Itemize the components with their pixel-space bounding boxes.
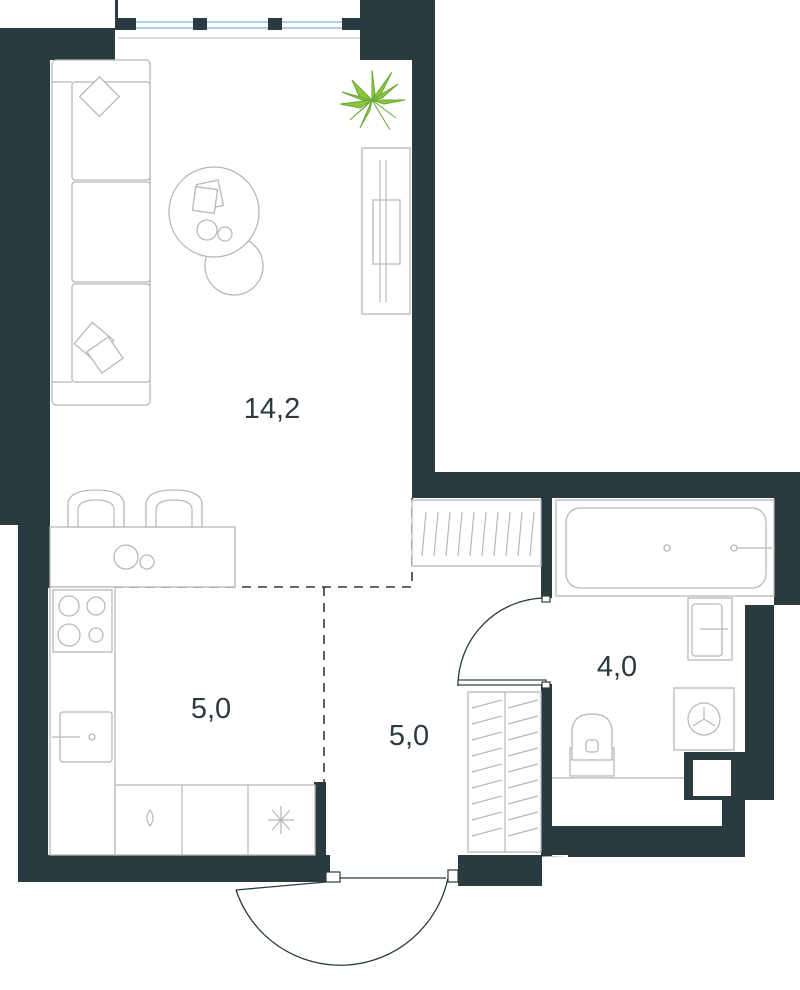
stove-icon: [52, 589, 113, 653]
wall-entrance-jamb: [314, 782, 326, 857]
window-mullion: [268, 18, 282, 30]
wall-bathroom-niche: [684, 752, 745, 800]
bathroom-door[interactable]: [457, 595, 551, 689]
bathtub-icon: [555, 499, 775, 597]
dining-bar: [49, 526, 236, 588]
wall-bathroom-right: [552, 472, 800, 857]
wall-top-left: [115, 0, 118, 30]
kitchen-area-label: 5,0: [191, 693, 231, 725]
sink-icon: [52, 711, 113, 763]
bar-stool: [145, 489, 203, 528]
living-room-area-label: 14,2: [244, 393, 300, 425]
washing-machine-icon: [673, 687, 735, 751]
wall-bathroom-partition-upper: [541, 498, 552, 598]
window: [118, 18, 360, 39]
hall-wardrobe: [467, 691, 542, 853]
bathroom-area-label: 4,0: [597, 651, 637, 683]
entrance-door[interactable]: [235, 869, 459, 966]
washbasin-icon: [687, 597, 733, 661]
wall-corner-box: [18, 810, 48, 855]
window-mullion: [342, 18, 360, 30]
window-mullion: [118, 18, 136, 30]
plant-icon: [339, 69, 406, 131]
dishwasher-icon: [146, 808, 154, 828]
hall-area-label: 5,0: [389, 720, 429, 752]
wardrobe-upper: [411, 499, 542, 567]
wall-left: [0, 28, 115, 810]
window-mullion: [193, 18, 207, 30]
wall-bathroom-partition-lower: [541, 684, 552, 856]
coffee-table: [168, 166, 264, 296]
wall-bottom-left: [18, 810, 330, 882]
tv-unit: [361, 147, 411, 315]
toilet-icon: [569, 713, 615, 777]
wall-bottom-right-block: [458, 855, 542, 886]
sofa: [51, 59, 151, 406]
bar-stool: [67, 489, 125, 528]
fridge-icon: [268, 806, 294, 834]
wall-right-upper: [360, 0, 552, 498]
